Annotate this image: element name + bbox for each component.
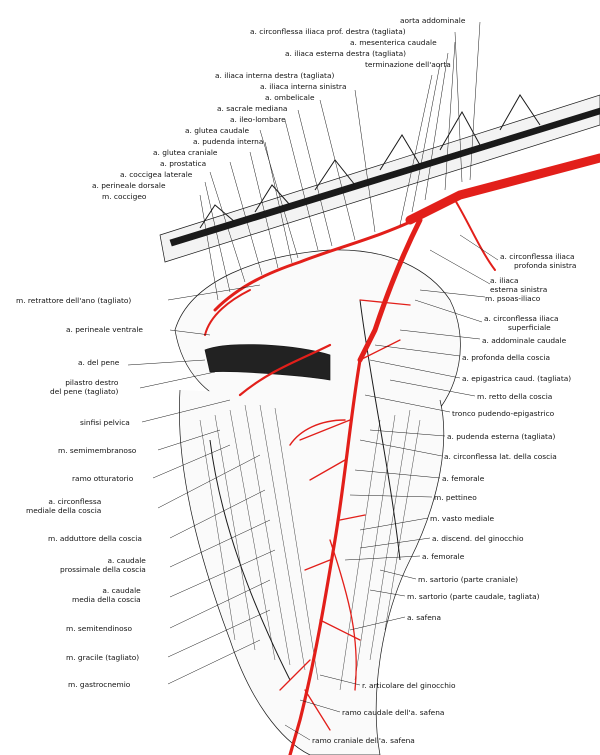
label-gastrocnemio: m. gastrocnemio (68, 680, 131, 689)
label-prostatica: a. prostatica (160, 159, 207, 168)
external-iliac (357, 217, 423, 363)
label-retto-coscia: m. retto della coscia (477, 392, 553, 401)
label-line: superficiale (508, 323, 551, 332)
label-psoas-iliaco: m. psoas-iliaco (485, 294, 541, 303)
label-vasto-mediale: m. vasto mediale (430, 514, 495, 523)
internal-iliac (213, 220, 412, 312)
label-pudenda-esterna: a. pudenda esterna (tagliata) (447, 432, 556, 441)
femoral-artery (288, 358, 362, 755)
label-glutea-craniale: a. glutea craniale (153, 148, 218, 157)
label-line: a. caudale (107, 556, 146, 565)
thigh-outline (179, 389, 445, 755)
label-semitendinoso: m. semitendinoso (66, 624, 132, 633)
label-ramo-craniale-safena: ramo craniale dell'a. safena (312, 736, 415, 745)
label-line: profonda sinistra (514, 261, 577, 270)
label-circonflessa-iliaca-prof-destra: a. circonflessa iliaca prof. destra (tag… (250, 27, 406, 36)
label-line: a. caudale (102, 586, 141, 595)
leader-lines (127, 21, 499, 741)
label-ramo-otturatorio: ramo otturatorio (72, 474, 134, 483)
penis-pillar (204, 344, 331, 381)
abdominal-aorta (405, 153, 600, 225)
label-line: a. circonflessa iliaca (484, 314, 559, 323)
label-adduttore: m. adduttore della coscia (48, 534, 142, 543)
sartorius-band (359, 299, 401, 561)
label-semimembranoso: m. semimembranoso (58, 446, 137, 455)
label-sinfisi-pelvica: sinfisi pelvica (80, 418, 130, 427)
label-perineale-ventrale: a. perineale ventrale (66, 325, 143, 334)
label-line: a. iliaca (490, 276, 519, 285)
label-gracile: m. gracile (tagliato) (66, 653, 140, 662)
label-m-coccigeo: m. coccigeo (102, 192, 147, 201)
deep-circumflex-left (454, 199, 496, 271)
label-tronco-pudendo-epigastrico: tronco pudendo-epigastrico (452, 409, 555, 418)
label-line: prossimale della coscia (60, 565, 146, 574)
label-femorale-1: a. femorale (442, 474, 485, 483)
label-line: media della coscia (72, 595, 141, 604)
label-epigastrica-caud: a. epigastrica caud. (tagliata) (462, 374, 572, 383)
label-pettineo: m. pettineo (434, 493, 477, 502)
label-pilastro-destro: pilastro destro del pene (tagliato) (50, 378, 118, 396)
label-line: a. circonflessa (48, 497, 102, 506)
label-caudale-prossimale: a. caudale prossimale della coscia (60, 556, 146, 574)
label-caudale-media: a. caudale media della coscia (72, 586, 141, 604)
label-circonflessa-mediale: a. circonflessa mediale della coscia (26, 497, 101, 515)
gracilis-band (209, 439, 291, 681)
label-articolare-ginocchio: r. articolare del ginocchio (362, 681, 456, 690)
label-perineale-dorsale: a. perineale dorsale (92, 181, 166, 190)
label-coccigea-laterale: a. coccigea laterale (120, 170, 193, 179)
perineal-branch (204, 289, 251, 336)
label-circonflessa-iliaca-superficiale: a. circonflessa iliaca superficiale (484, 314, 559, 332)
circumflex-medial (289, 419, 346, 446)
label-circonflessa-iliaca-prof-sinistra: a. circonflessa iliaca profonda sinistra (500, 252, 576, 270)
label-safena: a. safena (407, 613, 441, 622)
penile-artery (238, 343, 332, 397)
label-ombelicale: a. ombelicale (265, 93, 315, 102)
label-sartorio-caudale: m. sartorio (parte caudale, tagliata) (407, 592, 540, 601)
label-circonflessa-laterale: a. circonflessa lat. della coscia (444, 452, 557, 461)
label-line: a. circonflessa iliaca (500, 252, 575, 261)
label-ramo-caudale-safena: ramo caudale dell'a. safena (342, 708, 445, 717)
arterial-tree (204, 153, 600, 755)
label-line: esterna sinistra (490, 285, 548, 294)
label-line: mediale della coscia (26, 506, 102, 515)
label-mesenterica-caudale: a. mesenterica caudale (350, 38, 437, 47)
label-sartorio-craniale: m. sartorio (parte craniale) (418, 575, 519, 584)
label-aorta-addominale: aorta addominale (400, 16, 466, 25)
label-discendente-ginocchio: a. discend. del ginocchio (432, 534, 524, 543)
label-ileo-lombare: a. ileo-lombare (230, 115, 286, 124)
label-addominale-caudale: a. addominale caudale (482, 336, 567, 345)
small-branches (279, 299, 411, 731)
label-pudenda-interna: a. pudenda interna (193, 137, 264, 146)
label-femorale-2: a. femorale (422, 552, 465, 561)
label-sacrale-mediana: a. sacrale mediana (217, 104, 288, 113)
label-a-del-pene: a. del pene (78, 358, 120, 367)
label-iliaca-esterna-destra: a. iliaca esterna destra (tagliata) (285, 49, 407, 58)
label-iliaca-esterna-sinistra: a. iliaca esterna sinistra (490, 276, 547, 294)
label-terminazione-aorta: terminazione dell'aorta (365, 60, 451, 69)
muscle-fibers (199, 404, 421, 691)
spinal-canal-band (169, 107, 600, 247)
label-glutea-caudale: a. glutea caudale (185, 126, 250, 135)
label-iliaca-interna-sinistra: a. iliaca interna sinistra (260, 82, 347, 91)
label-iliaca-interna-destra: a. iliaca interna destra (tagliata) (215, 71, 335, 80)
label-profonda-coscia: a. profonda della coscia (462, 353, 550, 362)
label-line: pilastro destro (65, 378, 119, 387)
label-line: del pene (tagliato) (50, 387, 119, 396)
label-retrattore-ano: m. retrattore dell'ano (tagliato) (16, 296, 132, 305)
